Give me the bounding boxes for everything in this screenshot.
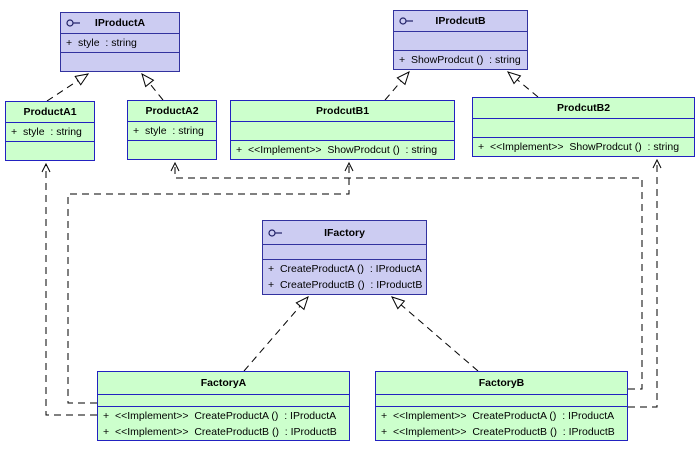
dependency-arrow-factorya-to-prodcutb1 xyxy=(67,161,354,404)
dependency-arrow-factoryb-to-producta2 xyxy=(170,161,643,390)
class-name: ProductA1 xyxy=(23,106,77,118)
dependency-arrow-factoryb-to-prodcutb2 xyxy=(628,158,662,408)
attributes-compartment xyxy=(376,394,627,406)
class-name: ProdcutB1 xyxy=(315,105,370,117)
lollipop-interface-icon xyxy=(399,17,414,25)
class-name: ProductA2 xyxy=(145,105,199,117)
operation-item: + <<Implement>> CreateProductB () : IPro… xyxy=(381,426,615,438)
realization-arrow-factorya-to-ifactory xyxy=(243,296,309,372)
operation-item: + CreateProductB () : IProductB xyxy=(268,279,423,291)
operations-compartment: + <<Implement>> CreateProductA () : IPro… xyxy=(98,406,349,440)
attributes-compartment xyxy=(98,394,349,406)
operations-compartment: + ShowProdcut () : string xyxy=(394,50,527,69)
realization-arrow-prodcutb1-to-iprodcutb xyxy=(384,71,410,101)
operation-item: + ShowProdcut () : string xyxy=(399,54,521,66)
attributes-compartment: + style : string xyxy=(128,121,216,140)
operations-compartment xyxy=(61,52,179,71)
operations-compartment xyxy=(128,140,216,159)
operations-compartment: + <<Implement>> CreateProductA () : IPro… xyxy=(376,406,627,440)
class-box-producta2: ProductA2 + style : string xyxy=(127,100,217,160)
class-name: IProductA xyxy=(94,17,146,29)
operations-compartment: + CreateProductA () : IProductA + Create… xyxy=(263,259,426,294)
class-box-producta1: ProductA1 + style : string xyxy=(5,101,95,161)
lollipop-interface-icon xyxy=(66,19,81,27)
attributes-compartment: + style : string xyxy=(61,33,179,52)
realization-arrow-producta1-to-iproducta xyxy=(46,73,90,102)
class-box-factoryb: FactoryB + <<Implement>> CreateProductA … xyxy=(375,371,628,441)
lollipop-interface-icon xyxy=(268,228,283,237)
class-name: IProdcutB xyxy=(435,15,486,27)
attribute-item: + style : string xyxy=(66,37,137,49)
operation-item: + <<Implement>> CreateProductA () : IPro… xyxy=(103,410,337,422)
class-name: FactoryB xyxy=(478,377,525,389)
attribute-item: + style : string xyxy=(11,126,82,138)
class-box-iproducta: IProductA + style : string xyxy=(60,12,180,72)
attributes-compartment xyxy=(394,31,527,50)
class-box-factorya: FactoryA + <<Implement>> CreateProductA … xyxy=(97,371,350,441)
class-name: IFactory xyxy=(324,226,365,239)
class-name: FactoryA xyxy=(200,377,247,389)
class-box-prodcutb2: ProdcutB2 + <<Implement>> ShowProdcut ()… xyxy=(472,97,695,157)
operation-item: + <<Implement>> ShowProdcut () : string xyxy=(478,141,680,153)
class-box-ifactory: IFactory + CreateProductA () : IProductA… xyxy=(262,220,427,295)
operation-item: + <<Implement>> CreateProductA () : IPro… xyxy=(381,410,615,422)
dependency-arrow-factorya-to-producta1 xyxy=(41,162,97,416)
attributes-compartment xyxy=(473,118,694,137)
class-name: ProdcutB2 xyxy=(556,102,611,114)
operations-compartment: + <<Implement>> ShowProdcut () : string xyxy=(231,140,454,159)
operation-item: + <<Implement>> CreateProductB () : IPro… xyxy=(103,426,337,438)
class-box-prodcutb1: ProdcutB1 + <<Implement>> ShowProdcut ()… xyxy=(230,100,455,160)
realization-arrow-producta2-to-iproducta xyxy=(141,72,164,101)
attributes-compartment xyxy=(263,244,426,259)
attributes-compartment xyxy=(231,121,454,140)
operations-compartment xyxy=(6,141,94,160)
realization-arrow-factoryb-to-ifactory xyxy=(391,296,479,372)
operations-compartment: + <<Implement>> ShowProdcut () : string xyxy=(473,137,694,156)
realization-arrow-prodcutb2-to-iprodcutb xyxy=(507,71,539,98)
operation-item: + CreateProductA () : IProductA xyxy=(268,263,422,275)
attribute-item: + style : string xyxy=(133,125,204,137)
attributes-compartment: + style : string xyxy=(6,122,94,141)
class-box-iprodcutb: IProdcutB + ShowProdcut () : string xyxy=(393,10,528,70)
operation-item: + <<Implement>> ShowProdcut () : string xyxy=(236,144,438,156)
